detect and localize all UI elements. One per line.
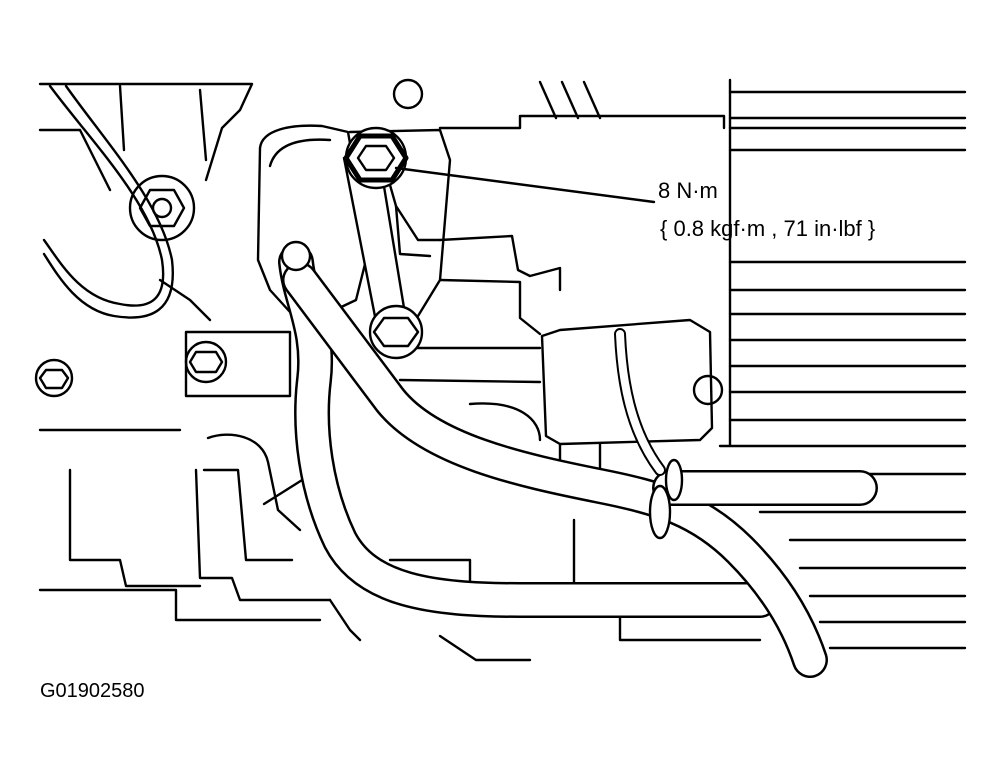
wire-harness — [614, 328, 666, 476]
timing-cover — [38, 82, 254, 432]
torque-value-label: 8 N·m — [658, 178, 718, 203]
coolant-hose — [278, 240, 878, 678]
hose-clamp — [648, 458, 684, 540]
torque-alt-units-label: { 0.8 kgf·m , 71 in·lbf } — [660, 216, 876, 241]
bracket-bolts — [184, 304, 424, 384]
top-fins — [392, 78, 726, 130]
left-bolts — [34, 174, 196, 398]
torque-bolt — [343, 126, 409, 190]
figure-id: G01902580 — [40, 680, 145, 702]
callout-leader — [394, 166, 656, 204]
